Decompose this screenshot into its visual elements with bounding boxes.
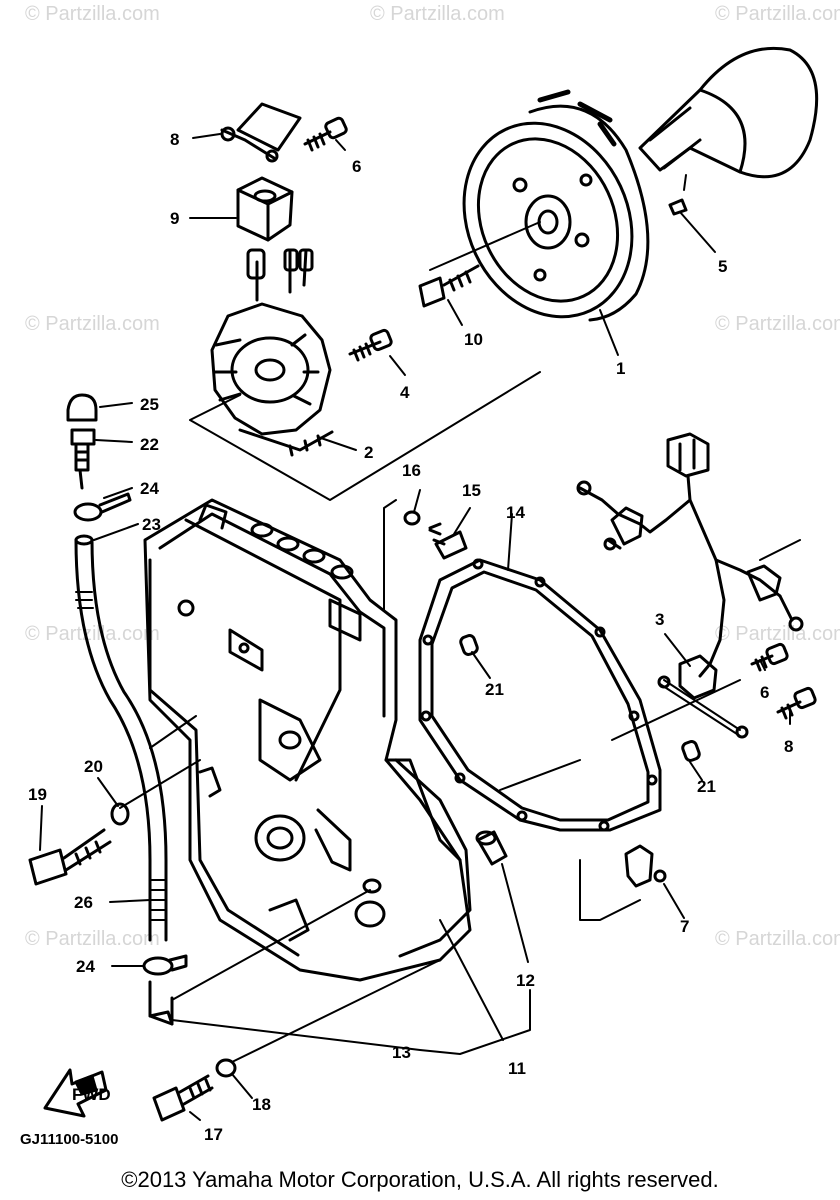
part-25-cap [66, 393, 98, 422]
callout-14: 14 [506, 503, 525, 522]
callout-7: 7 [680, 917, 689, 936]
callout-22: 22 [140, 435, 159, 454]
callout-24-bottom: 24 [76, 957, 95, 976]
frame-lines-bottom [171, 959, 531, 1063]
watermark-7: © Partzilla.com [715, 623, 840, 645]
watermark-8: © Partzilla.com [25, 928, 160, 950]
callout-1: 1 [616, 359, 625, 378]
watermark-2: © Partzilla.com [370, 3, 505, 25]
callout-18: 18 [252, 1095, 271, 1114]
watermark-3: © Partzilla.com [715, 3, 840, 25]
copyright-footer: ©2013 Yamaha Motor Corporation, U.S.A. A… [121, 1167, 719, 1192]
watermark-1: © Partzilla.com [25, 3, 160, 25]
part-18-washer [215, 1058, 237, 1078]
callout-17: 17 [204, 1125, 223, 1144]
callout-19: 19 [28, 785, 47, 804]
leader-lines [39, 133, 791, 1121]
callout-24-top: 24 [140, 479, 159, 498]
frame-lines-center [383, 499, 397, 611]
part-17-bolt [152, 1074, 214, 1122]
callout-5: 5 [718, 257, 727, 276]
callout-20: 20 [84, 757, 103, 776]
watermark-4: © Partzilla.com [25, 313, 160, 335]
part-7-clamp [624, 844, 667, 888]
part-2-stator [210, 248, 334, 457]
part-4-bolt [348, 328, 393, 362]
callout-9: 9 [170, 209, 179, 228]
part-24-clamp-top [73, 492, 132, 522]
part-21-dowel-lower [681, 740, 701, 762]
callout-3: 3 [655, 610, 664, 629]
callout-12: 12 [516, 971, 535, 990]
callout-13: 13 [392, 1043, 411, 1062]
callout-21-upper: 21 [485, 680, 504, 699]
part-14-gasket [418, 558, 662, 832]
part-13-elbow [148, 889, 371, 1026]
callout-8-right: 8 [784, 737, 793, 756]
frame-lines-stator [189, 371, 541, 501]
fwd-arrow-icon [43, 1068, 108, 1118]
callout-15: 15 [462, 481, 481, 500]
callout-23: 23 [142, 515, 161, 534]
part-22-sensor [70, 428, 96, 490]
callout-labels: 8 9 6 4 2 10 1 5 25 22 24 23 16 15 14 21… [20, 130, 793, 1148]
part-21-dowel-upper [459, 634, 479, 656]
callout-2: 2 [364, 443, 373, 462]
part-9-cap [236, 176, 294, 242]
watermark-6: © Partzilla.com [25, 623, 160, 645]
callout-10: 10 [464, 330, 483, 349]
frame-lines-right [579, 539, 801, 921]
callout-16: 16 [402, 461, 421, 480]
part-3-pickup-harness [576, 432, 804, 739]
part-10-bolt [418, 264, 480, 308]
crankcase-cover [143, 498, 472, 982]
watermark-9: © Partzilla.com [715, 928, 840, 950]
fwd-label: FWD [72, 1085, 111, 1104]
part-8-bracket [220, 102, 302, 163]
callout-4: 4 [400, 383, 410, 402]
part-11-gasket [394, 758, 472, 958]
part-23-26-hose [74, 534, 168, 942]
part-8-bolt-right [776, 686, 817, 720]
part-1-flywheel [429, 89, 650, 322]
callout-25: 25 [140, 395, 159, 414]
exploded-parts-diagram: © Partzilla.com © Partzilla.com © Partzi… [20, 3, 840, 1148]
part-15-bolt [428, 522, 468, 560]
part-24-clamp-bottom [142, 954, 188, 976]
part-6-bolt-right [750, 642, 789, 672]
callout-6-right: 6 [760, 683, 769, 702]
callout-6-top: 6 [352, 157, 361, 176]
callout-11: 11 [508, 1059, 526, 1078]
diagram-code: GJ11100-5100 [20, 1131, 118, 1148]
part-12-collar [475, 830, 508, 866]
part-20-washer [110, 802, 130, 826]
callout-8-top: 8 [170, 130, 179, 149]
watermark-5: © Partzilla.com [715, 313, 840, 335]
part-6-screw-top [303, 116, 348, 152]
part-5-hub [638, 46, 819, 216]
part-19-bolt [28, 828, 112, 886]
callout-26: 26 [74, 893, 93, 912]
callout-21-lower: 21 [697, 777, 716, 796]
watermarks: © Partzilla.com © Partzilla.com © Partzi… [25, 3, 840, 950]
part-16-washer [403, 510, 421, 526]
frame-lines-left [119, 715, 201, 809]
